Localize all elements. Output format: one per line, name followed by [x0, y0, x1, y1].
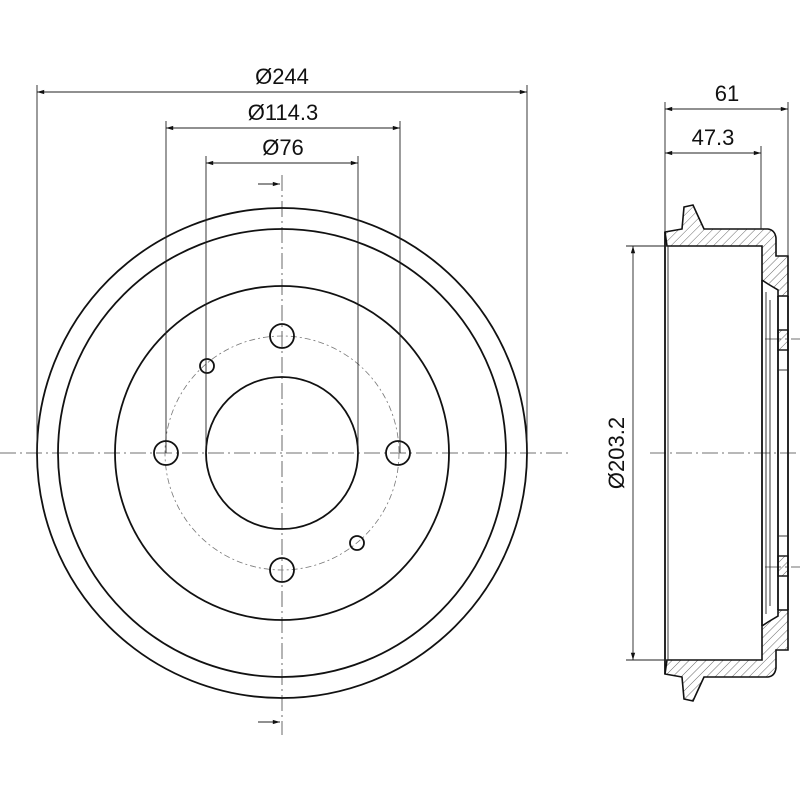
drum-wall-section-top: [664, 204, 789, 297]
dim-center-bore: Ø76: [262, 135, 304, 160]
screw-hole-lower: [349, 535, 365, 551]
front-view: Ø244 Ø114.3 Ø76: [0, 64, 570, 735]
dim-outer-diameter: Ø244: [255, 64, 309, 89]
hub-face-circle: [114, 285, 450, 621]
dim-braking-diameter: Ø203.2: [604, 417, 629, 489]
side-section-view: 61 47.3 Ø203.2: [604, 81, 800, 702]
dim-bolt-circle: Ø114.3: [248, 100, 319, 125]
rim-inner-circle: [57, 228, 507, 678]
drum-wall-section-bottom: [664, 609, 789, 702]
bolt-hole-right: [385, 440, 411, 466]
screw-hole-upper: [199, 358, 215, 374]
bolt-hole-bottom: [269, 557, 295, 583]
dim-total-width: 61: [715, 81, 739, 106]
bolt-pitch-circle: [164, 335, 400, 571]
bolt-hole-top: [269, 323, 295, 349]
dim-inner-depth: 47.3: [692, 125, 735, 150]
